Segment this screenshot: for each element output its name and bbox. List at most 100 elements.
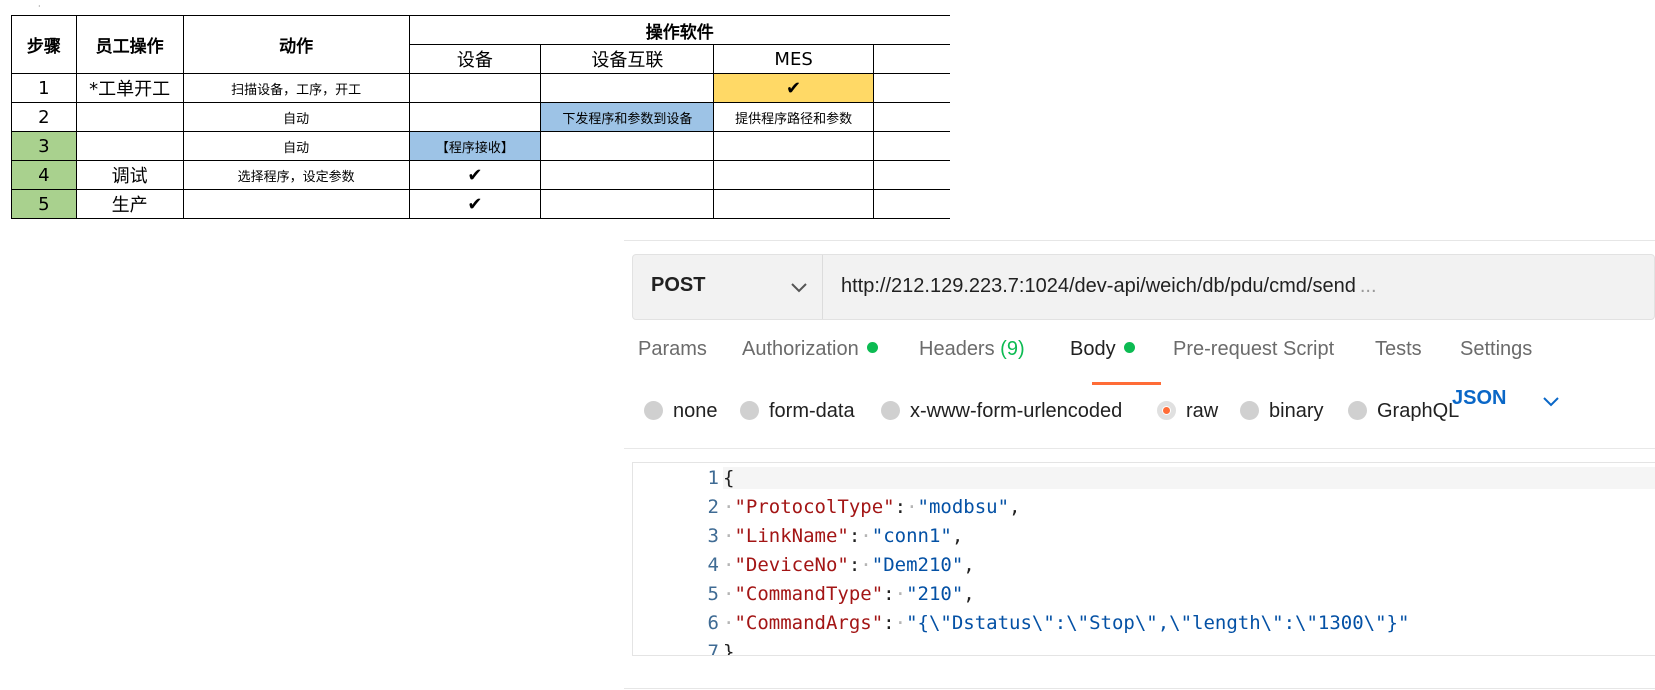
row-op: 生产 xyxy=(75,189,184,219)
radio-raw[interactable]: raw xyxy=(1157,400,1218,423)
json-key: "LinkName" xyxy=(734,525,849,547)
row-device: ✔ xyxy=(408,160,542,190)
request-panel: POST http://212.129.223.7:1024/dev-api/w… xyxy=(624,240,1655,690)
header-empty xyxy=(872,44,950,74)
header-device: 设备 xyxy=(408,44,542,74)
radio-binary[interactable]: binary xyxy=(1240,400,1323,423)
divider xyxy=(624,448,1655,449)
tab-pre-request-script[interactable]: Pre-request Script xyxy=(1173,338,1334,361)
radio-label: GraphQL xyxy=(1377,400,1460,422)
status-dot-icon xyxy=(1123,342,1135,353)
tab-label: Tests xyxy=(1375,338,1422,360)
row-action xyxy=(182,189,410,219)
headers-count: (9) xyxy=(1000,338,1025,360)
active-tab-indicator xyxy=(1092,382,1161,385)
url-input[interactable]: http://212.129.223.7:1024/dev-api/weich/… xyxy=(841,275,1377,298)
code-line: ·"DeviceNo":·"Dem210", xyxy=(723,554,975,576)
json-value: "modbsu" xyxy=(917,496,1010,518)
row-step: 5 xyxy=(11,189,77,219)
json-value: "{\"Dstatus\":\"Stop\",\"length\":\"1300… xyxy=(906,612,1410,634)
spreadsheet-area: 步骤 员工操作 动作 操作软件 设备 设备互联 MES 1 *工单开工 扫描设备… xyxy=(0,0,950,240)
method-select[interactable]: POST xyxy=(633,255,823,319)
header-employee-op: 员工操作 xyxy=(75,15,184,74)
json-value: "conn1" xyxy=(871,525,952,547)
tab-label: Params xyxy=(638,338,707,360)
tab-tests[interactable]: Tests xyxy=(1375,338,1422,361)
line-number: 3 xyxy=(707,525,719,547)
tab-settings[interactable]: Settings xyxy=(1460,338,1532,361)
request-tabs: Params Authorization Headers (9) Body Pr… xyxy=(624,338,1655,382)
code-line: ·"LinkName":·"conn1", xyxy=(723,525,964,547)
row-interconnect xyxy=(540,131,715,161)
row-action: 自动 xyxy=(182,131,410,161)
radio-icon xyxy=(1240,401,1259,420)
code-line: ·"ProtocolType":·"modbsu", xyxy=(723,496,1021,518)
body-type-options: none form-data x-www-form-urlencoded raw… xyxy=(624,400,1655,440)
radio-label: form-data xyxy=(769,400,855,422)
json-key: "ProtocolType" xyxy=(734,496,895,518)
header-action: 动作 xyxy=(182,15,410,74)
header-step: 步骤 xyxy=(11,15,77,74)
code-brace: } xyxy=(723,641,735,656)
radio-label: raw xyxy=(1186,400,1219,422)
row-device: ✔ xyxy=(408,189,542,219)
tab-label: Pre-request Script xyxy=(1173,338,1335,360)
tab-label: Headers xyxy=(919,338,995,360)
row-mes xyxy=(713,189,874,219)
url-bar: POST http://212.129.223.7:1024/dev-api/w… xyxy=(632,254,1655,320)
radio-icon xyxy=(1348,401,1367,420)
header-interconnect: 设备互联 xyxy=(540,44,715,74)
status-dot-icon xyxy=(866,342,878,353)
format-select[interactable]: JSON xyxy=(1452,387,1559,410)
code-line: { xyxy=(723,467,1655,489)
row-action: 选择程序，设定参数 xyxy=(182,160,410,190)
tab-authorization[interactable]: Authorization xyxy=(742,338,878,361)
stray-dot: · xyxy=(38,2,41,11)
line-number: 1 xyxy=(707,467,719,489)
tab-label: Settings xyxy=(1460,338,1533,360)
line-number: 7 xyxy=(707,641,719,656)
line-number: 4 xyxy=(707,554,719,576)
row-mes: ✔ xyxy=(713,73,874,103)
row-interconnect: 下发程序和参数到设备 xyxy=(540,102,715,132)
chevron-down-icon xyxy=(791,283,807,293)
row-op: 调试 xyxy=(75,160,184,190)
tab-label: Authorization xyxy=(742,338,859,360)
code-line: ·"CommandType":·"210", xyxy=(723,583,975,605)
operation-table: 步骤 员工操作 动作 操作软件 设备 设备互联 MES 1 *工单开工 扫描设备… xyxy=(11,15,950,219)
radio-none[interactable]: none xyxy=(644,400,718,423)
chevron-down-icon xyxy=(1543,397,1559,407)
radio-form-data[interactable]: form-data xyxy=(740,400,855,423)
tab-headers[interactable]: Headers (9) xyxy=(919,338,1025,361)
row-step: 2 xyxy=(11,102,77,132)
radio-icon xyxy=(644,401,663,420)
row-op xyxy=(75,131,184,161)
radio-x-www-form-urlencoded[interactable]: x-www-form-urlencoded xyxy=(881,400,1122,423)
json-key: "CommandType" xyxy=(734,583,884,605)
row-device xyxy=(408,73,542,103)
radio-icon xyxy=(881,401,900,420)
row-mes xyxy=(713,131,874,161)
header-software: 操作软件 xyxy=(408,15,950,45)
divider xyxy=(624,240,1655,241)
row-extra xyxy=(872,160,950,190)
row-step: 1 xyxy=(11,73,77,103)
code-editor[interactable]: 1 2 3 4 5 6 7 { ·"ProtocolType":·"modbsu… xyxy=(632,462,1655,656)
row-extra xyxy=(872,189,950,219)
url-ellipsis: ... xyxy=(1359,275,1377,297)
tab-body[interactable]: Body xyxy=(1070,338,1135,361)
divider xyxy=(624,688,1655,689)
radio-label: x-www-form-urlencoded xyxy=(910,400,1123,422)
row-step: 4 xyxy=(11,160,77,190)
radio-label: none xyxy=(673,400,718,422)
radio-icon xyxy=(740,401,759,420)
radio-label: binary xyxy=(1269,400,1324,422)
header-mes: MES xyxy=(713,44,874,74)
tab-params[interactable]: Params xyxy=(638,338,707,361)
row-device xyxy=(408,102,542,132)
row-extra xyxy=(872,102,950,132)
line-number: 6 xyxy=(707,612,719,634)
json-value: "210" xyxy=(906,583,964,605)
radio-graphql[interactable]: GraphQL xyxy=(1348,400,1459,423)
code-brace: { xyxy=(723,467,735,489)
